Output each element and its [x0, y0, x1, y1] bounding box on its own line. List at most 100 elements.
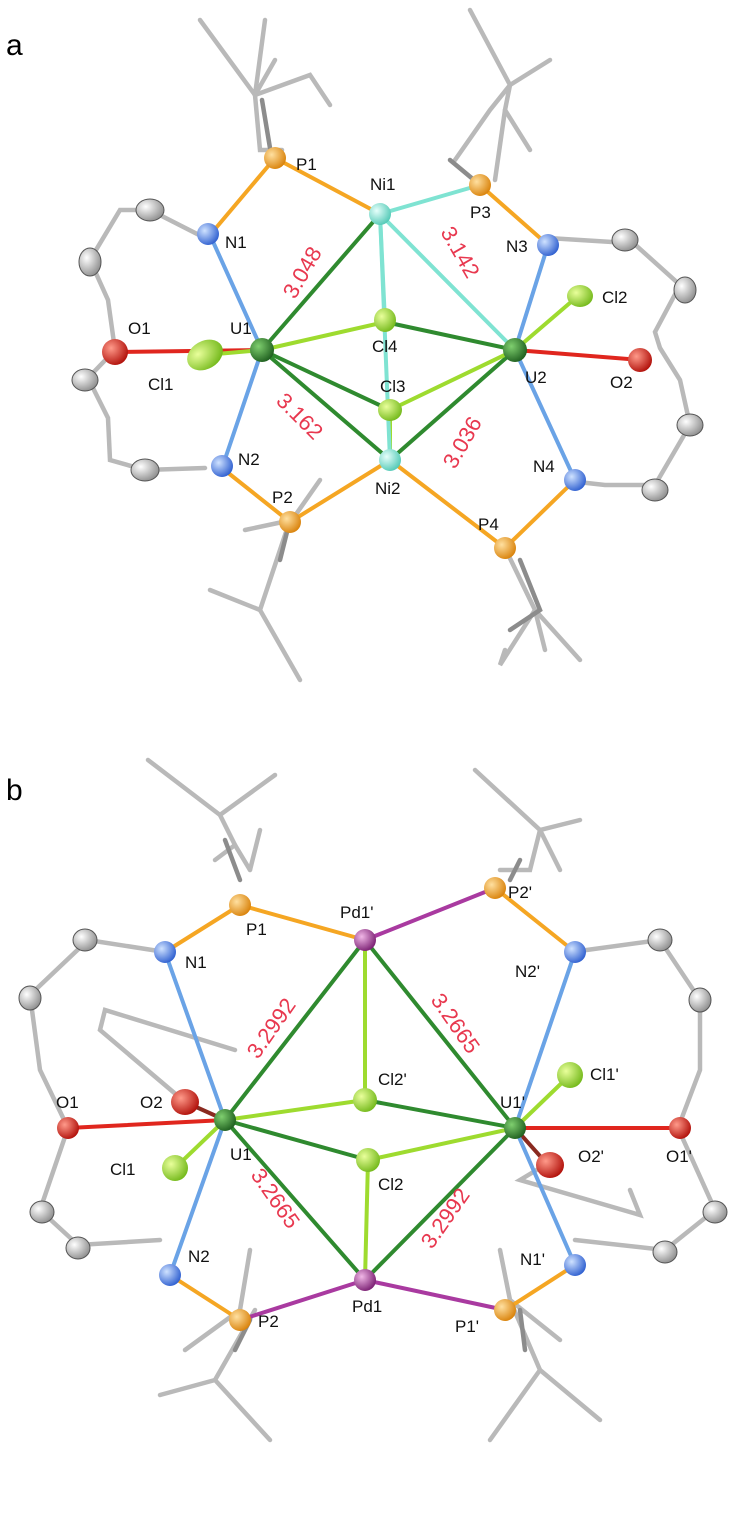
label-u2: U2	[525, 368, 547, 387]
label-o1: O1	[128, 319, 151, 338]
atom-u1	[250, 338, 274, 362]
atom-p2-prime	[484, 877, 506, 899]
atom-labels: P1 Ni1 P3 N1 N3 Cl2 O1 U1 Cl4 U2 O2 Cl1 …	[128, 155, 633, 534]
label-n1: N1	[225, 233, 247, 252]
atom-labels: P1 Pd1' P2' N1 N2' Cl1' Cl2' O1 O2 U1' O…	[56, 883, 692, 1336]
atom-p1	[264, 147, 286, 169]
label-n1-prime: N1'	[520, 1250, 545, 1269]
atom-o2-prime	[536, 1152, 564, 1178]
distance-u2-ni2: 3.036	[438, 412, 487, 472]
atom-c	[688, 987, 712, 1013]
atom-c	[72, 928, 98, 952]
label-u1-prime: U1'	[500, 1093, 525, 1112]
atom-cl1-prime	[557, 1062, 583, 1088]
label-o2: O2	[610, 373, 633, 392]
label-cl3: Cl3	[380, 377, 406, 396]
atom-p3	[469, 174, 491, 196]
label-o2-prime: O2'	[578, 1147, 604, 1166]
atom-cl2	[567, 285, 593, 307]
distance-pd1-prime-u1-prime: 3.2665	[426, 989, 485, 1058]
atom-pd1	[354, 1269, 376, 1291]
atom-p2	[279, 511, 301, 533]
label-p4: P4	[478, 515, 499, 534]
atom-c	[71, 368, 99, 392]
atom-o1	[102, 339, 128, 365]
label-n1: N1	[185, 953, 207, 972]
label-cl1: Cl1	[110, 1160, 136, 1179]
label-n2: N2	[238, 450, 260, 469]
label-pd1: Pd1	[352, 1297, 382, 1316]
label-ni2: Ni2	[375, 479, 401, 498]
atom-c	[18, 985, 42, 1011]
distance-ni1-u2: 3.142	[436, 222, 485, 282]
atom-n2	[211, 455, 233, 477]
atom-c	[702, 1200, 728, 1224]
panel-b-structure: b	[6, 757, 728, 1443]
atom-cl3	[378, 399, 402, 421]
label-cl1-prime: Cl1'	[590, 1065, 619, 1084]
atoms	[18, 877, 728, 1331]
atom-c	[130, 458, 160, 482]
label-pd1-prime: Pd1'	[340, 903, 374, 922]
atom-n4	[564, 469, 586, 491]
atom-c	[676, 413, 704, 437]
atom-c	[647, 928, 673, 952]
label-p1: P1	[246, 920, 267, 939]
atom-c	[611, 228, 639, 252]
distance-u1-pd1-prime: 3.2992	[242, 993, 301, 1062]
atom-ni2	[379, 449, 401, 471]
atom-u2	[503, 338, 527, 362]
atom-o2	[628, 348, 652, 372]
distance-u1-ni1: 3.048	[278, 242, 327, 302]
label-u1: U1	[230, 1145, 252, 1164]
label-p2-prime: P2'	[508, 883, 532, 902]
label-n3: N3	[506, 237, 528, 256]
atom-c	[673, 276, 697, 304]
atom-p4	[494, 537, 516, 559]
panel-letter: b	[6, 774, 23, 807]
label-n2-prime: N2'	[515, 962, 540, 981]
atom-p1	[229, 894, 251, 916]
label-n4: N4	[533, 457, 555, 476]
atom-u1	[214, 1109, 236, 1131]
label-cl4: Cl4	[372, 337, 398, 356]
atom-ni1	[369, 203, 391, 225]
bonds	[66, 886, 682, 1322]
label-u1: U1	[230, 319, 252, 338]
atom-c	[652, 1240, 678, 1264]
atom-o2	[171, 1089, 199, 1115]
distance-u1-ni2: 3.162	[271, 388, 328, 445]
atom-pd1-prime	[354, 929, 376, 951]
atom-cl1	[187, 339, 223, 371]
atom-c	[65, 1236, 91, 1260]
atom-u1-prime	[504, 1117, 526, 1139]
atom-p1-prime	[494, 1299, 516, 1321]
label-o1: O1	[56, 1093, 79, 1112]
atom-c	[78, 247, 102, 277]
label-cl2: Cl2	[602, 288, 628, 307]
atom-c	[641, 478, 669, 502]
atom-n2	[159, 1264, 181, 1286]
label-o1-prime: O1'	[666, 1147, 692, 1166]
label-n2: N2	[188, 1247, 210, 1266]
atom-p2	[229, 1309, 251, 1331]
atom-o1-prime	[669, 1117, 691, 1139]
alkyl-groups	[197, 7, 583, 683]
atom-n2-prime	[564, 941, 586, 963]
atom-cl4	[374, 308, 396, 332]
label-cl2-prime: Cl2'	[378, 1070, 407, 1089]
label-p1-prime: P1'	[455, 1317, 479, 1336]
atom-cl1	[162, 1155, 188, 1181]
atom-cl2	[356, 1148, 380, 1172]
label-p1: P1	[296, 155, 317, 174]
label-cl2: Cl2	[378, 1175, 404, 1194]
label-p3: P3	[470, 203, 491, 222]
label-p2: P2	[258, 1312, 279, 1331]
panel-a-structure: a	[6, 7, 704, 683]
panel-letter: a	[6, 29, 23, 62]
label-cl1: Cl1	[148, 375, 174, 394]
atom-n1	[154, 941, 176, 963]
atom-n1-prime	[564, 1254, 586, 1276]
atom-n1	[197, 223, 219, 245]
atom-c	[29, 1200, 55, 1224]
